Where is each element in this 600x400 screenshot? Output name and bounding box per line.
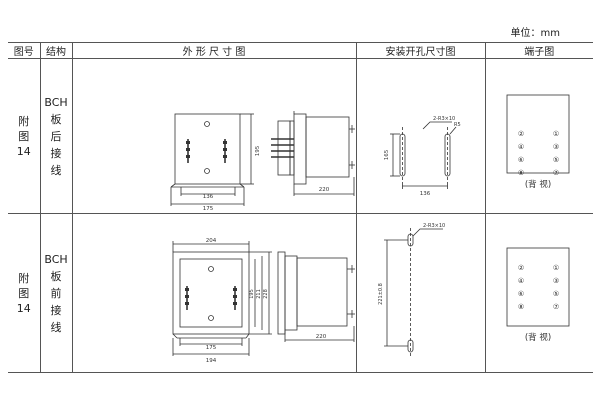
terminal-5: ⑤	[552, 156, 558, 164]
outline-drawing-cell: 204 175 194 195 211 228 220	[71, 213, 357, 373]
outline-drawing: 204 175 194 195 211 228 220	[172, 238, 355, 364]
terminal-3: ③	[552, 277, 558, 285]
terminal-8: ⑧	[517, 303, 523, 311]
dim-195: 195	[255, 145, 261, 156]
mounting-drawing-cell: 2-R3×10 221±0.8	[355, 213, 486, 373]
mount-221: 221±0.8	[378, 283, 384, 305]
terminal-2: ②	[517, 130, 523, 138]
mount-hole-label: 2-R3×10	[433, 116, 455, 122]
spec-table: 图号 结构 外 形 尺 寸 图 安装开孔尺寸图 端子图 附 图 14 BCH 板…	[8, 42, 593, 373]
header-terminal: 端子图	[484, 42, 593, 59]
dim-228: 228	[263, 289, 269, 299]
terminal-5: ⑤	[552, 290, 558, 298]
terminal-diagram: ② ④ ⑥ ⑧ ① ③ ⑤ ⑦ (背 视)	[506, 247, 569, 343]
fig-char: 图	[18, 286, 30, 300]
dim-195: 195	[249, 289, 255, 299]
terminal-cell: ② ④ ⑥ ⑧ ① ③ ⑤ ⑦ (背 视)	[484, 213, 593, 373]
mount-136: 136	[419, 191, 430, 197]
terminal-6: ⑥	[517, 156, 523, 164]
unit-label: 单位：mm	[510, 28, 560, 39]
struct-char: 接	[50, 303, 62, 317]
struct-char: BCH	[44, 252, 68, 266]
fig-char: 附	[18, 114, 30, 128]
terminal-2: ②	[517, 264, 523, 272]
struct-char: 后	[50, 129, 62, 143]
outline-drawing: 136 175 195 220	[170, 111, 355, 212]
header-fig-no: 图号	[8, 42, 41, 59]
struct-char: 板	[50, 269, 62, 283]
header-structure: 结构	[39, 42, 73, 59]
dim-175: 175	[205, 345, 216, 351]
back-view-label: (背 视)	[524, 332, 550, 343]
fig-char: 附	[18, 271, 30, 285]
dim-220: 220	[318, 187, 329, 193]
struct-char: 线	[50, 320, 62, 334]
struct-char: BCH	[44, 95, 68, 109]
mount-r5: R5	[454, 122, 461, 128]
dim-194: 194	[205, 358, 216, 364]
dim-175: 175	[202, 206, 213, 212]
mount-165: 165	[384, 149, 390, 160]
struct-char: 线	[50, 163, 62, 177]
struct-char: 前	[50, 286, 62, 300]
table-row: 附 图 14 BCH 板 前 接 线	[8, 213, 593, 373]
mounting-drawing: 2-R3×10 221±0.8	[378, 223, 445, 358]
fig-number-cell: 附 图 14	[8, 58, 41, 214]
dim-211: 211	[256, 289, 262, 299]
mount-hole-label: 2-R3×10	[423, 223, 445, 229]
structure-cell: BCH 板 后 接 线	[39, 58, 73, 214]
fig-char: 14	[16, 301, 31, 315]
terminal-7: ⑦	[552, 303, 558, 311]
terminal-1: ①	[552, 264, 558, 272]
dim-136: 136	[202, 194, 213, 200]
header-row: 图号 结构 外 形 尺 寸 图 安装开孔尺寸图 端子图	[8, 42, 593, 59]
terminal-4: ④	[517, 277, 523, 285]
mounting-drawing-cell: 2-R3×10 R5 165 136	[355, 58, 486, 214]
header-mounting: 安装开孔尺寸图	[355, 42, 486, 59]
outline-drawing-cell: 136 175 195 220	[71, 58, 357, 214]
structure-cell: BCH 板 前 接 线	[39, 213, 73, 373]
terminal-4: ④	[517, 143, 523, 151]
terminal-7: ⑦	[552, 169, 558, 177]
fig-char: 14	[16, 144, 31, 158]
terminal-6: ⑥	[517, 290, 523, 298]
terminal-cell: ② ④ ⑥ ⑧ ① ③ ⑤ ⑦ (背 视)	[484, 58, 593, 214]
fig-number-cell: 附 图 14	[8, 213, 41, 373]
terminal-3: ③	[552, 143, 558, 151]
terminal-8: ⑧	[517, 169, 523, 177]
terminal-1: ①	[552, 130, 558, 138]
header-outline: 外 形 尺 寸 图	[71, 42, 357, 59]
back-view-label: (背 视)	[524, 179, 550, 190]
dim-220: 220	[315, 334, 326, 340]
struct-char: 板	[50, 112, 62, 126]
terminal-diagram: ② ④ ⑥ ⑧ ① ③ ⑤ ⑦ (背 视)	[506, 94, 569, 190]
dim-204: 204	[205, 238, 216, 244]
table-row: 附 图 14 BCH 板 后 接 线	[8, 58, 593, 214]
struct-char: 接	[50, 146, 62, 160]
fig-char: 图	[18, 129, 30, 143]
mounting-drawing: 2-R3×10 R5 165 136	[384, 116, 461, 197]
